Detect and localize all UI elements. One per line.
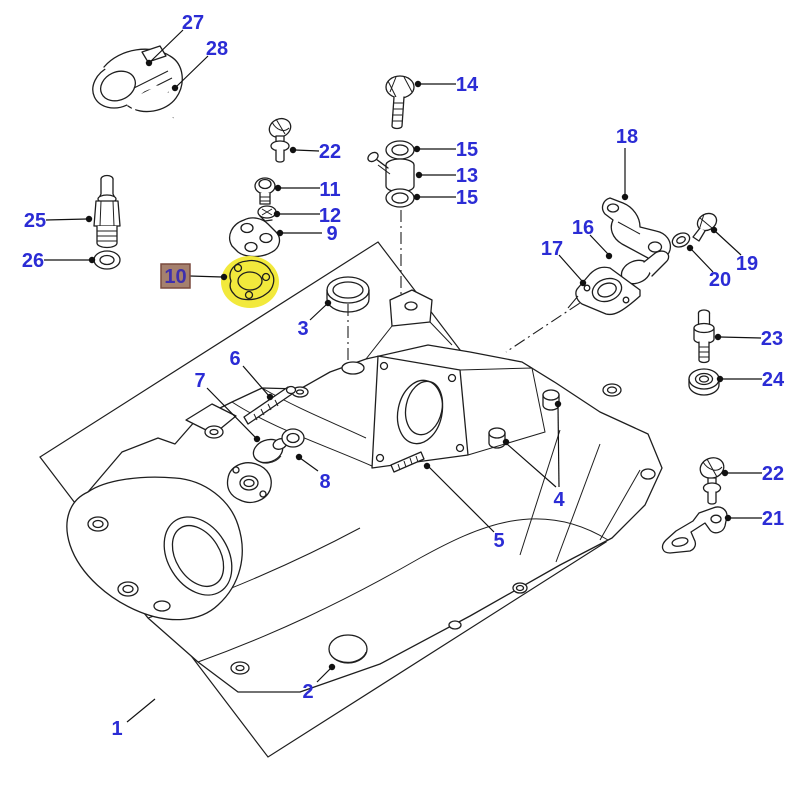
callout-15-lower: 15 <box>413 187 478 209</box>
bolt-11-drawing <box>254 177 276 205</box>
callout-22-right: 22 <box>721 463 784 485</box>
callout-21: 21 <box>724 508 784 530</box>
selected-callout-box[interactable] <box>160 263 191 289</box>
callout-9: 9 <box>276 223 338 245</box>
callout-12: 12 <box>273 205 341 227</box>
stud-small-drawing <box>243 385 297 425</box>
fitting-13-drawing <box>367 151 415 193</box>
cap-nut-pair-drawing <box>488 389 560 449</box>
bolt-19-drawing <box>692 212 718 242</box>
centerline-housing16 <box>505 290 599 353</box>
callout-17: 17 <box>541 238 587 287</box>
bolt-14-drawing <box>385 75 415 130</box>
cover-plate-9-drawing <box>229 217 281 258</box>
callout-2-label[interactable]: 2 <box>302 681 313 703</box>
callout-16-label[interactable]: 16 <box>572 217 594 239</box>
stud-drawing <box>390 451 425 473</box>
callout-24-label[interactable]: 24 <box>762 369 785 391</box>
callout-22-top-label[interactable]: 22 <box>319 141 341 163</box>
callout-10-selected: 10 <box>160 263 228 289</box>
intake-manifold-drawing <box>66 289 663 693</box>
callout-9-label[interactable]: 9 <box>326 223 337 245</box>
gasket-10-drawing <box>221 256 279 308</box>
washer-15-lower-drawing <box>385 188 415 208</box>
callout-27-label[interactable]: 27 <box>182 12 204 34</box>
callout-3: 3 <box>297 299 332 340</box>
callout-18-label[interactable]: 18 <box>616 126 638 148</box>
callout-24: 24 <box>716 369 785 391</box>
callout-21-label[interactable]: 21 <box>762 508 784 530</box>
callout-5: 5 <box>423 462 505 552</box>
callout-18: 18 <box>616 126 638 201</box>
callout-6-label[interactable]: 6 <box>229 348 240 370</box>
bracket-21-drawing <box>661 506 728 554</box>
callout-4-label[interactable]: 4 <box>553 489 565 511</box>
callout-25: 25 <box>24 210 93 232</box>
callout-3-label[interactable]: 3 <box>297 318 308 340</box>
callout-1-label[interactable]: 1 <box>111 718 122 740</box>
callout-20-label[interactable]: 20 <box>709 269 731 291</box>
callout-2: 2 <box>302 663 336 703</box>
bolt-washer-22-drawing <box>268 117 292 163</box>
callout-14-label[interactable]: 14 <box>456 74 479 96</box>
bolt-22b-drawing <box>699 457 725 505</box>
callout-15-upper-label[interactable]: 15 <box>456 139 478 161</box>
callout-13-label[interactable]: 13 <box>456 165 478 187</box>
callout-13: 13 <box>415 165 478 187</box>
callout-25-label[interactable]: 25 <box>24 210 46 232</box>
callout-28: 28 <box>171 38 228 92</box>
callout-26: 26 <box>22 250 96 272</box>
callout-27: 27 <box>145 12 204 67</box>
callout-15-lower-label[interactable]: 15 <box>456 187 478 209</box>
callout-19: 19 <box>710 226 758 275</box>
callout-14: 14 <box>414 74 479 96</box>
callout-22-right-label[interactable]: 22 <box>762 463 784 485</box>
callout-5-label[interactable]: 5 <box>493 530 504 552</box>
callout-11-label[interactable]: 11 <box>319 179 340 201</box>
callout-8-label[interactable]: 8 <box>319 471 330 493</box>
sensor-drawing <box>93 174 121 249</box>
callout-10-label[interactable]: 10 <box>164 266 186 288</box>
washer-15-upper-drawing <box>385 140 415 160</box>
callout-15-upper: 15 <box>413 139 478 161</box>
callout-6: 6 <box>229 348 274 401</box>
callout-7-label[interactable]: 7 <box>194 370 205 392</box>
bracket-18-drawing <box>601 197 672 261</box>
callout-8: 8 <box>295 453 331 493</box>
stud-23-drawing <box>693 309 715 364</box>
blanking-cap-drawing <box>328 634 368 664</box>
callout-7: 7 <box>194 370 261 443</box>
flanged-bolt-drawing <box>252 438 288 464</box>
callout-12-label[interactable]: 12 <box>319 205 341 227</box>
callout-28-label[interactable]: 28 <box>206 38 228 60</box>
sealing-washer-drawing <box>281 428 305 448</box>
callout-26-label[interactable]: 26 <box>22 250 44 272</box>
grommet-24-drawing <box>688 368 720 396</box>
callout-4: 4 <box>502 400 565 511</box>
callout-16: 16 <box>572 217 613 260</box>
washer-26-drawing <box>93 250 121 270</box>
callout-11: 11 <box>274 179 341 201</box>
callout-19-label[interactable]: 19 <box>736 253 758 275</box>
circlip-drawing <box>131 85 175 131</box>
callout-20: 20 <box>686 244 731 291</box>
clamp-drawing <box>92 45 183 113</box>
callout-23-label[interactable]: 23 <box>761 328 783 350</box>
callout-22-top: 22 <box>289 141 341 163</box>
housing-16-17-drawing <box>567 250 670 316</box>
washer-20-drawing <box>671 232 691 248</box>
callout-1: 1 <box>111 698 156 740</box>
callout-23: 23 <box>714 328 783 350</box>
callout-17-label[interactable]: 17 <box>541 238 563 260</box>
